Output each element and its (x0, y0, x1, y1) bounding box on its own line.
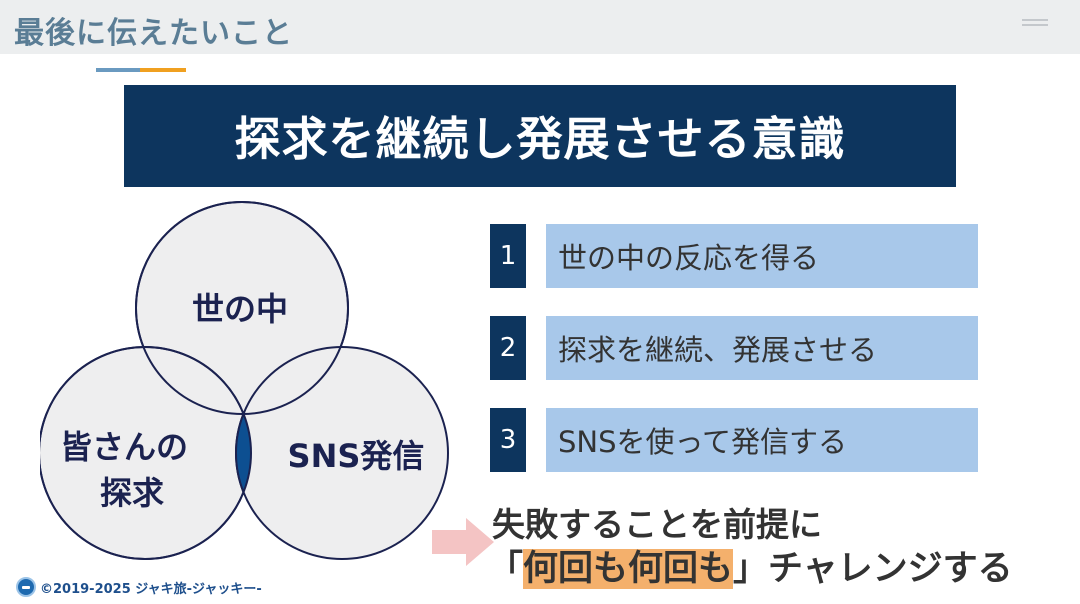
step-number-1: 1 (490, 224, 526, 288)
conclusion-line-1: 失敗することを前提に (492, 505, 822, 544)
venn-label-left-1: 皆さんの (60, 428, 188, 466)
banner-text: 探求を継続し発展させる意識 (234, 112, 846, 166)
menu-icon[interactable] (1022, 19, 1048, 31)
conclusion-line-2: 「何回も何回も」チャレンジする (488, 540, 1013, 591)
accent-line-blue (96, 68, 140, 72)
step-item-3: SNSを使って発信する (546, 408, 978, 472)
page-title: 最後に伝えたいこと (14, 16, 293, 51)
logo-icon (16, 577, 36, 597)
highlight-text: 何回も何回も (523, 549, 734, 589)
open-bracket: 「 (488, 549, 524, 589)
venn-overlap (235, 347, 251, 559)
step-number-3: 3 (490, 408, 526, 472)
step-number-2: 2 (490, 316, 526, 380)
venn-label-left-2: 探求 (100, 474, 164, 512)
step-item-1: 世の中の反応を得る (546, 224, 978, 288)
copyright-text: ©2019-2025 ジャキ旅-ジャッキー- (40, 581, 262, 597)
header-bar: 最後に伝えたいこと (0, 0, 1080, 54)
accent-line-orange (140, 68, 186, 72)
venn-label-right: SNS発信 (288, 437, 425, 475)
step-item-2: 探求を継続、発展させる (546, 316, 978, 380)
venn-label-top: 世の中 (192, 290, 288, 328)
conclusion-rest: 」チャレンジする (733, 549, 1013, 589)
footer: ©2019-2025 ジャキ旅-ジャッキー- (16, 577, 262, 597)
arrow-icon (432, 518, 494, 566)
venn-diagram: 世の中 皆さんの 探求 SNS発信 (40, 201, 449, 560)
main-banner: 探求を継続し発展させる意識 (124, 85, 956, 187)
